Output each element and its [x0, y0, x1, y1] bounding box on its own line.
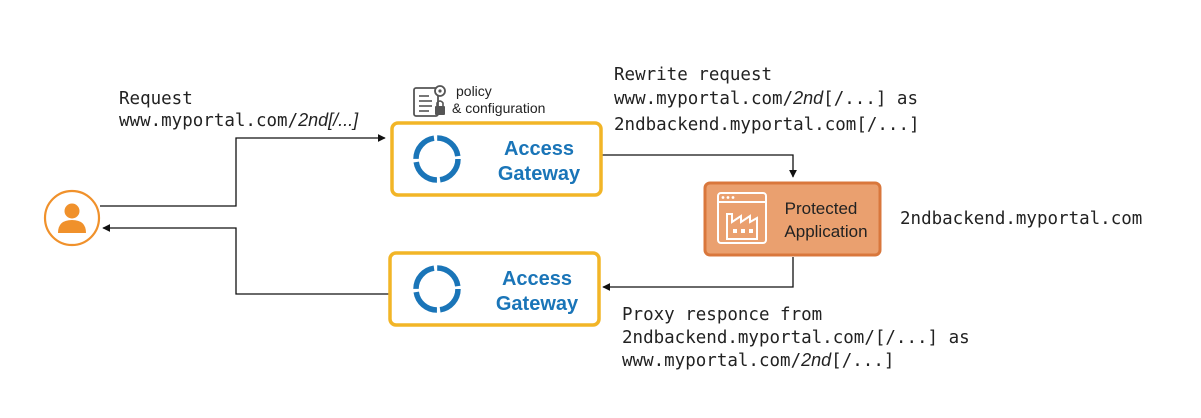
- rewrite-arrow: [601, 154, 797, 178]
- gateway-ring-icon: [413, 135, 461, 183]
- proxy-label: Proxy responce from: [622, 305, 822, 325]
- protected-application-label-line1: Protected: [785, 199, 858, 218]
- gateway-ring-icon: [413, 265, 461, 313]
- policy-label: policy: [456, 83, 492, 99]
- access-gateway-top: Access Gateway: [390, 121, 603, 197]
- proxy-response-arrow: [102, 224, 389, 295]
- factory-window-icon: [717, 192, 767, 244]
- gateway-bottom-label-line2: Gateway: [496, 293, 579, 315]
- rewrite-label: Rewrite request: [614, 65, 772, 85]
- protected-application: Protected Application: [703, 181, 882, 257]
- policy-document-gear-icon: [413, 85, 446, 117]
- rewrite-target-url: 2ndbackend.myportal.com[/...]: [614, 115, 920, 135]
- gateway-top-label-line2: Gateway: [498, 163, 581, 185]
- request-label: Request: [119, 89, 193, 109]
- configuration-label: & configuration: [452, 100, 545, 116]
- request-arrow: [100, 134, 386, 207]
- protected-application-label-line2: Application: [784, 222, 867, 241]
- user-icon: [43, 189, 101, 247]
- gateway-top-label-line1: Access: [504, 138, 574, 160]
- proxy-source-url: 2ndbackend.myportal.com/[/...] as: [622, 328, 970, 348]
- proxy-target-url: www.myportal.com/2nd[/...]: [622, 350, 894, 371]
- access-gateway-bottom: Access Gateway: [388, 251, 601, 327]
- gateway-bottom-label-line1: Access: [502, 268, 572, 290]
- rewrite-source-url: www.myportal.com/2nd[/...] as: [614, 88, 918, 109]
- response-arrow: [602, 257, 794, 291]
- request-url: www.myportal.com/2nd[/...]: [119, 110, 359, 131]
- backend-host-label: 2ndbackend.myportal.com: [900, 209, 1142, 229]
